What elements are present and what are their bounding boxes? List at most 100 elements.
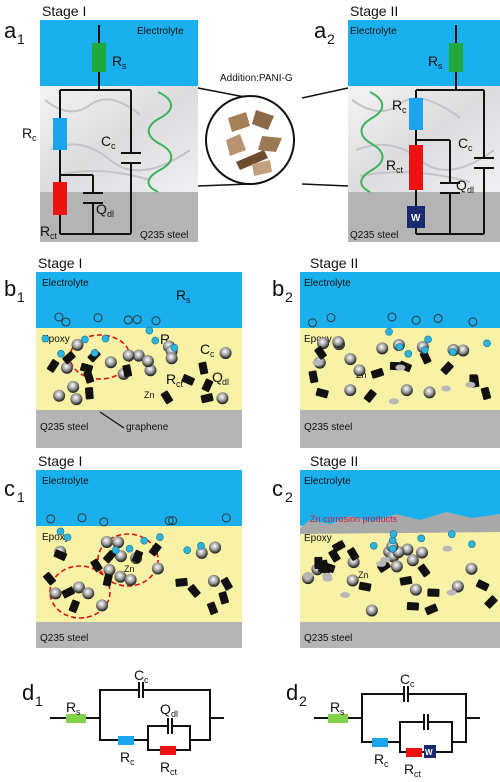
graphene-flake (61, 586, 75, 599)
Rct-sub: ct (170, 767, 178, 777)
circuit-wires (314, 686, 480, 753)
zn-particle (216, 392, 229, 405)
products-label: Zn corrosion products (310, 514, 398, 524)
Rs-label: R (176, 287, 186, 303)
electrolyte-ion (156, 533, 164, 542)
epoxy-layer (300, 526, 500, 622)
bubble (433, 313, 443, 323)
zn-particle (344, 384, 357, 397)
electrolyte-ion (449, 348, 457, 356)
stage-title: Stage I (38, 255, 82, 271)
bubble (164, 516, 174, 526)
zn-particle (70, 393, 83, 406)
Cc-label: C (400, 671, 410, 687)
zn-particle (104, 356, 117, 369)
corrosion-product (388, 398, 399, 405)
bubble (61, 317, 71, 327)
bubble (54, 312, 64, 322)
substrate-label: Q235 steel (350, 230, 398, 241)
panel-subscript: 2 (285, 489, 293, 505)
Cc-sub: c (210, 349, 215, 359)
panel-subscript: 2 (327, 31, 335, 47)
electrolyte-ion (385, 328, 393, 336)
electrolyte-ion (63, 533, 72, 542)
Cc-label: C (134, 667, 144, 683)
stage-title: Stage II (310, 255, 358, 271)
Rs-resistor (92, 43, 106, 72)
zn-particle (390, 560, 403, 573)
graphene-flake (399, 576, 413, 586)
pani-g-flake (226, 134, 246, 156)
electrolyte-ion (369, 541, 378, 550)
graphene-label: graphene (126, 422, 169, 433)
graphene-flake (417, 563, 431, 578)
electrolyte-layer (36, 470, 242, 526)
graphene-flake (102, 573, 113, 587)
zn-particle (457, 344, 470, 357)
pani-g-flake (258, 136, 282, 152)
Rc-sub: c (384, 759, 389, 769)
graphene-flake (148, 542, 162, 557)
Rc-label: R (22, 125, 32, 141)
corrosion-product-layer (300, 512, 500, 534)
bubble (99, 517, 109, 527)
corrosion-product (376, 560, 387, 567)
electrolyte-ion (81, 335, 89, 344)
Cc-sub: c (144, 675, 149, 685)
Rs-sub: s (438, 61, 443, 71)
electrolyte-ion (90, 349, 99, 357)
warburg-element (407, 206, 425, 228)
bubble (93, 313, 103, 323)
substrate-label: Q235 steel (304, 633, 352, 644)
zn-label: Zn (358, 570, 369, 580)
electrolyte-ion (424, 335, 432, 344)
Rct-resistor (160, 746, 176, 755)
electrolyte-ion (56, 527, 65, 536)
circuit-wires (50, 682, 224, 751)
electrolyte-label: Electrolyte (42, 278, 89, 289)
zn-particle (165, 352, 178, 365)
graphene-flake (440, 361, 454, 375)
panel-subscript: 1 (17, 489, 25, 505)
pani-g-flake (236, 150, 268, 170)
electrolyte-ion (483, 339, 491, 348)
panel-letter: c (4, 476, 15, 501)
graphene-flake (46, 359, 60, 373)
Rct-sub: ct (50, 231, 58, 241)
electrolyte-ion (468, 540, 476, 548)
Qdl-sub: dl (171, 709, 178, 719)
Rct-sub: ct (176, 379, 184, 389)
electrolyte-ion (111, 546, 120, 554)
panel-letter: a (314, 18, 327, 43)
graphene-flake (427, 588, 440, 597)
panel-a2: a 2 Stage II Electrolyte Q235 steel W R … (314, 3, 500, 242)
graphene-flake (322, 562, 336, 574)
Qdl-sub: dl (107, 209, 114, 219)
zn-particle (96, 599, 109, 612)
zn-particle (82, 587, 95, 600)
graphene-flake (90, 558, 103, 573)
graphene-flake (42, 571, 57, 586)
Rc-resistor (409, 98, 423, 130)
coating-label: Epoxy (42, 532, 70, 543)
pani-g-flake (228, 112, 250, 132)
graphene-flake (346, 547, 360, 561)
pani-g-flake (252, 160, 272, 176)
graphene-flake (358, 581, 372, 592)
electrolyte-layer (36, 272, 242, 328)
bubble (123, 315, 133, 325)
Rct-resistor (406, 748, 422, 757)
Rs-label: R (112, 53, 122, 69)
Rs-sub: s (122, 61, 127, 71)
electrolyte-ion (101, 334, 110, 343)
Rct-label: R (40, 223, 50, 239)
panel-b1: b 1 Stage I Electrolyte Epoxy Q235 steel… (4, 255, 242, 448)
panel-subscript: 1 (35, 693, 43, 709)
Rs-sub: s (340, 707, 345, 717)
graphene-flake (406, 602, 420, 611)
graphene-flake (370, 367, 385, 379)
graphene-flake (53, 549, 68, 561)
steel-substrate (300, 622, 500, 648)
graphene-flake (314, 345, 327, 360)
zn-particle (60, 361, 73, 374)
